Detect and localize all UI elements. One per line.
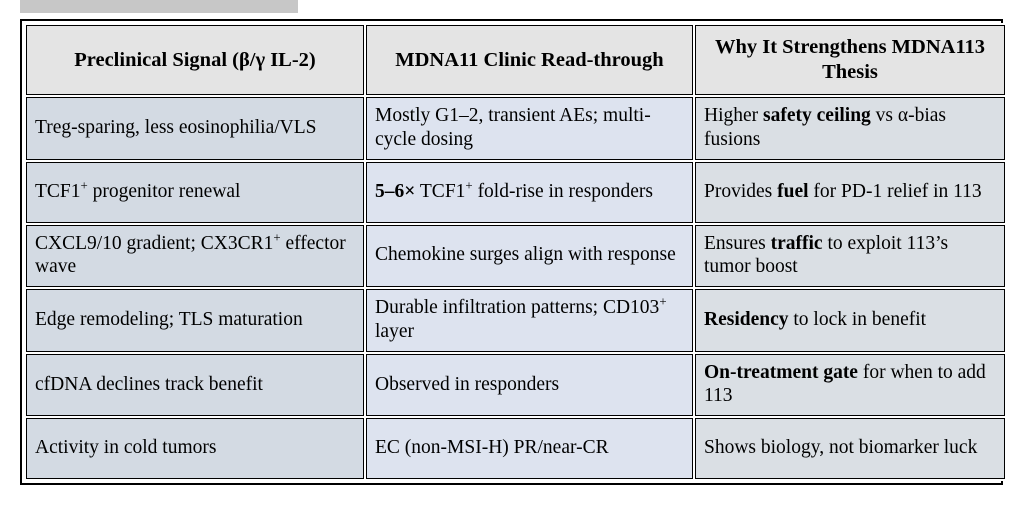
read-text-bold: 5–6× <box>375 180 416 202</box>
signal-text-pre: CXCL9/10 gradient; CX3CR1 <box>35 232 274 254</box>
why-text-bold: traffic <box>770 232 823 254</box>
cell-why: Shows biology, not biomarker luck <box>695 418 1005 480</box>
why-text-post: to exploit 113’s tumor boost <box>704 232 949 278</box>
cell-why: Provides fuel for PD-1 relief in 113 <box>695 161 1005 223</box>
header-row: Preclinical Signal (β/γ IL-2) MDNA11 Cli… <box>26 25 1005 95</box>
why-text-pre: Ensures <box>704 232 771 254</box>
read-text-pre: Durable infiltration patterns; CD103 <box>375 297 660 319</box>
cell-why: Residency to lock in benefit <box>695 289 1005 352</box>
read-text-pre: TCF1 <box>415 180 466 202</box>
header-cell-why-strengthens: Why It Strengthens MDNA113 Thesis <box>695 25 1005 95</box>
cell-signal: Activity in cold tumors <box>26 418 364 480</box>
read-text-post: layer <box>375 320 414 342</box>
cell-signal: Edge remodeling; TLS maturation <box>26 289 364 352</box>
why-text-post: vs α-bias fusions <box>704 105 947 150</box>
top-gray-strip <box>20 0 298 13</box>
why-text-bold: fuel <box>777 180 809 202</box>
table-row: TCF1+ progenitor renewal 5–6× TCF1+ fold… <box>26 161 1005 223</box>
why-text-post: for when to add 113 <box>704 361 986 407</box>
table-row: Edge remodeling; TLS maturation Durable … <box>26 289 1005 352</box>
why-text-pre: Shows biology, not biomarker luck <box>704 437 978 459</box>
read-superscript: + <box>659 294 667 309</box>
table-header: Preclinical Signal (β/γ IL-2) MDNA11 Cli… <box>26 25 1005 95</box>
cell-why: Ensures traffic to exploit 113’s tumor b… <box>695 224 1005 288</box>
signal-text-post: progenitor renewal <box>87 180 241 202</box>
signal-superscript: + <box>80 178 88 193</box>
read-text-post: fold-rise in responders <box>472 180 654 202</box>
cell-readthrough: Durable infiltration patterns; CD103+ la… <box>366 289 693 352</box>
why-text-bold: safety ceiling <box>763 105 871 126</box>
cell-signal: TCF1+ progenitor renewal <box>26 161 364 223</box>
table-row: Treg-sparing, less eosinophilia/VLS Most… <box>26 97 1005 160</box>
why-text-post: to lock in benefit <box>788 309 927 331</box>
why-text-bold: On-treatment gate <box>704 361 858 383</box>
signal-table-container: Preclinical Signal (β/γ IL-2) MDNA11 Cli… <box>20 19 1007 486</box>
signal-superscript: + <box>273 230 281 245</box>
why-text-post: for PD-1 relief in 113 <box>808 180 982 202</box>
cell-readthrough: EC (non-MSI-H) PR/near-CR <box>366 418 693 480</box>
table-body: Treg-sparing, less eosinophilia/VLS Most… <box>26 97 1005 480</box>
cell-signal: cfDNA declines track benefit <box>26 353 364 417</box>
why-text-pre: Provides <box>704 180 778 202</box>
cell-readthrough: Chemokine surges align with response <box>366 224 693 288</box>
cell-signal: CXCL9/10 gradient; CX3CR1+ effector wave <box>26 224 364 288</box>
cell-readthrough: Mostly G1–2, transient AEs; multi-cycle … <box>366 97 693 160</box>
table-row: CXCL9/10 gradient; CX3CR1+ effector wave… <box>26 224 1005 288</box>
read-superscript: + <box>465 178 473 193</box>
cell-signal: Treg-sparing, less eosinophilia/VLS <box>26 97 364 160</box>
header-cell-preclinical-signal: Preclinical Signal (β/γ IL-2) <box>26 25 364 95</box>
cell-readthrough: Observed in responders <box>366 353 693 417</box>
table-row: Activity in cold tumors EC (non-MSI-H) P… <box>26 418 1005 480</box>
why-text-bold: Residency <box>704 309 789 331</box>
signal-text-post: effector wave <box>35 232 346 278</box>
signal-text-pre: TCF1 <box>35 180 81 202</box>
why-text-pre: Higher <box>704 105 764 126</box>
cell-readthrough: 5–6× TCF1+ fold-rise in responders <box>366 161 693 223</box>
cell-why: Higher safety ceiling vs α-bias fusions <box>695 97 1005 160</box>
preclinical-signal-table: Preclinical Signal (β/γ IL-2) MDNA11 Cli… <box>24 23 1007 482</box>
header-cell-clinic-readthrough: MDNA11 Clinic Read-through <box>366 25 693 95</box>
table-row: cfDNA declines track benefit Observed in… <box>26 353 1005 417</box>
cell-why: On-treatment gate for when to add 113 <box>695 353 1005 417</box>
